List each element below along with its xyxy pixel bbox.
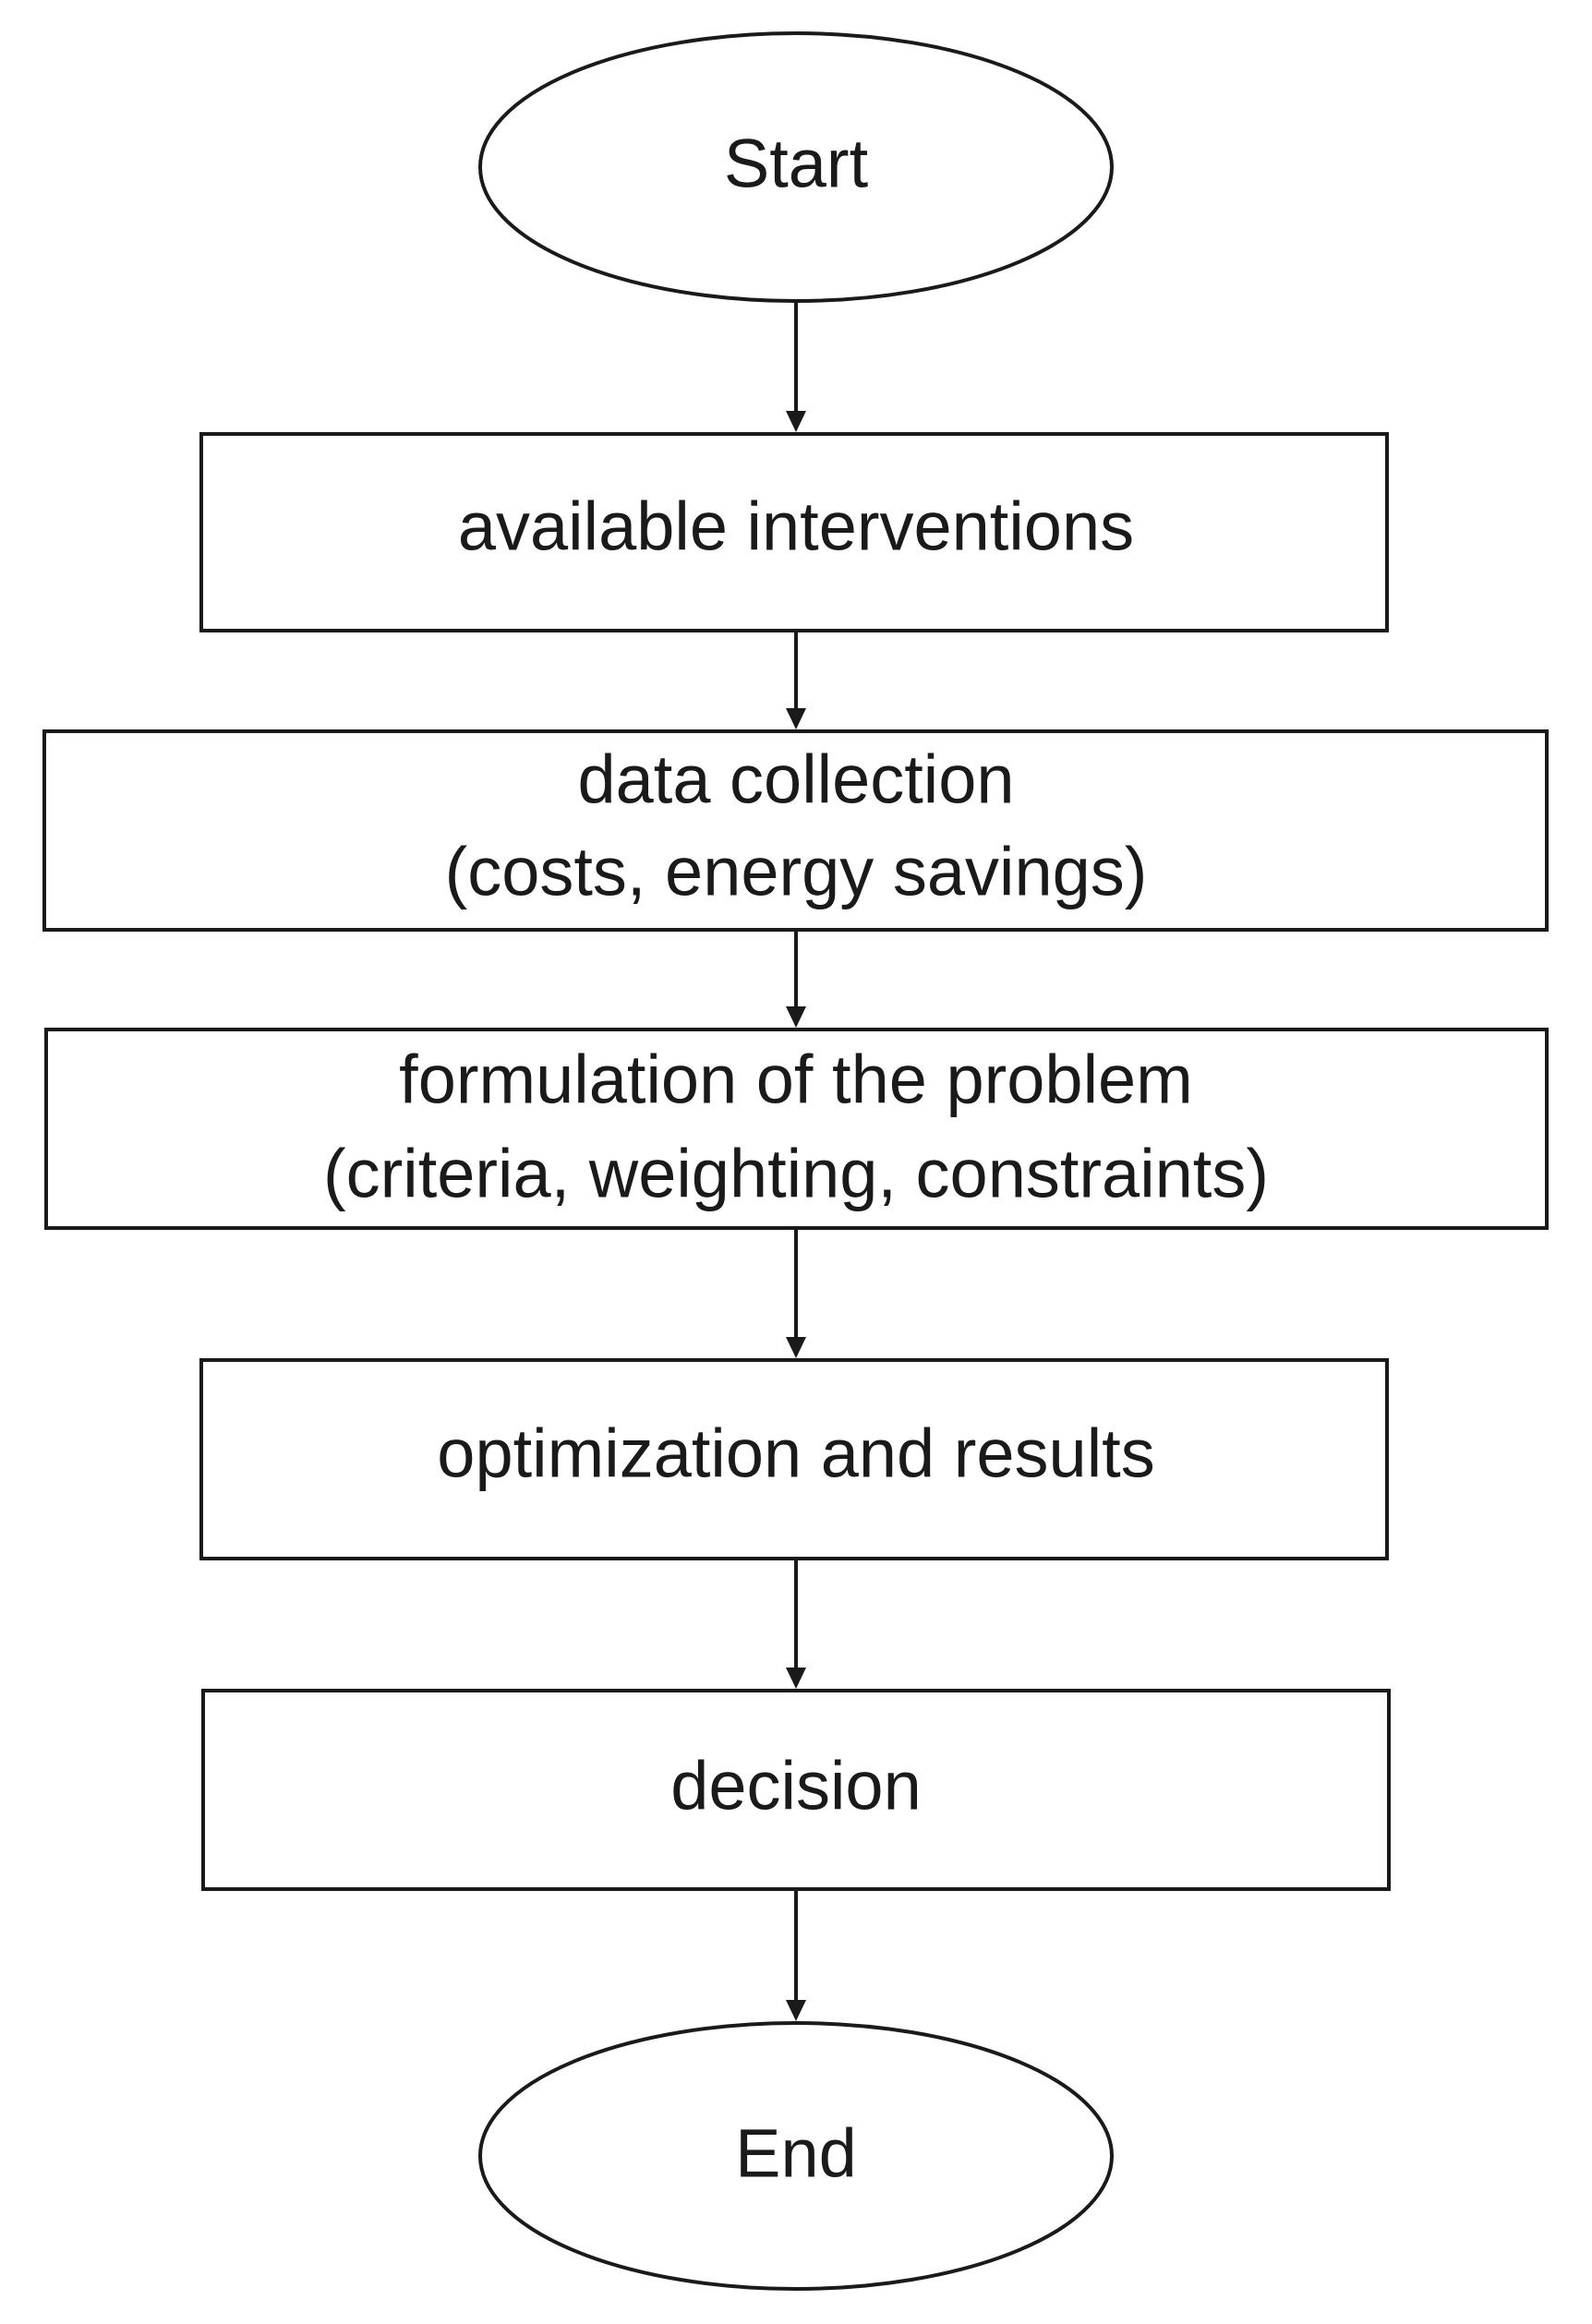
edge-formulation-to-optimization	[786, 1228, 806, 1358]
decision-label: decision	[670, 1748, 922, 1824]
edge-start-to-available-interventions	[786, 302, 806, 432]
decision-node: decision	[201, 1689, 1391, 1891]
end-node-label: End	[735, 2115, 857, 2192]
edge-data-collection-to-formulation	[786, 930, 806, 1028]
data-collection-label-line-1: data collection	[577, 741, 1014, 818]
end-node: End	[478, 2021, 1114, 2291]
available-interventions-node: available interventions	[199, 432, 1389, 632]
edge-available-interventions-to-data-collection	[786, 631, 806, 729]
available-interventions-label: available interventions	[458, 488, 1134, 565]
data-collection-label-line-2: (costs, energy savings)	[445, 834, 1148, 910]
start-node: Start	[478, 31, 1114, 303]
optimization-node: optimization and results	[199, 1358, 1389, 1560]
start-node-label: Start	[724, 126, 869, 202]
edge-decision-to-end	[786, 1889, 806, 2021]
formulation-node: formulation of the problem (criteria, we…	[44, 1028, 1549, 1230]
formulation-label-line-2: (criteria, weighting, constraints)	[323, 1136, 1269, 1212]
edge-optimization-to-decision	[786, 1559, 806, 1689]
data-collection-node: data collection (costs, energy savings)	[42, 729, 1549, 932]
optimization-label: optimization and results	[437, 1415, 1154, 1492]
formulation-label-line-1: formulation of the problem	[399, 1042, 1193, 1118]
